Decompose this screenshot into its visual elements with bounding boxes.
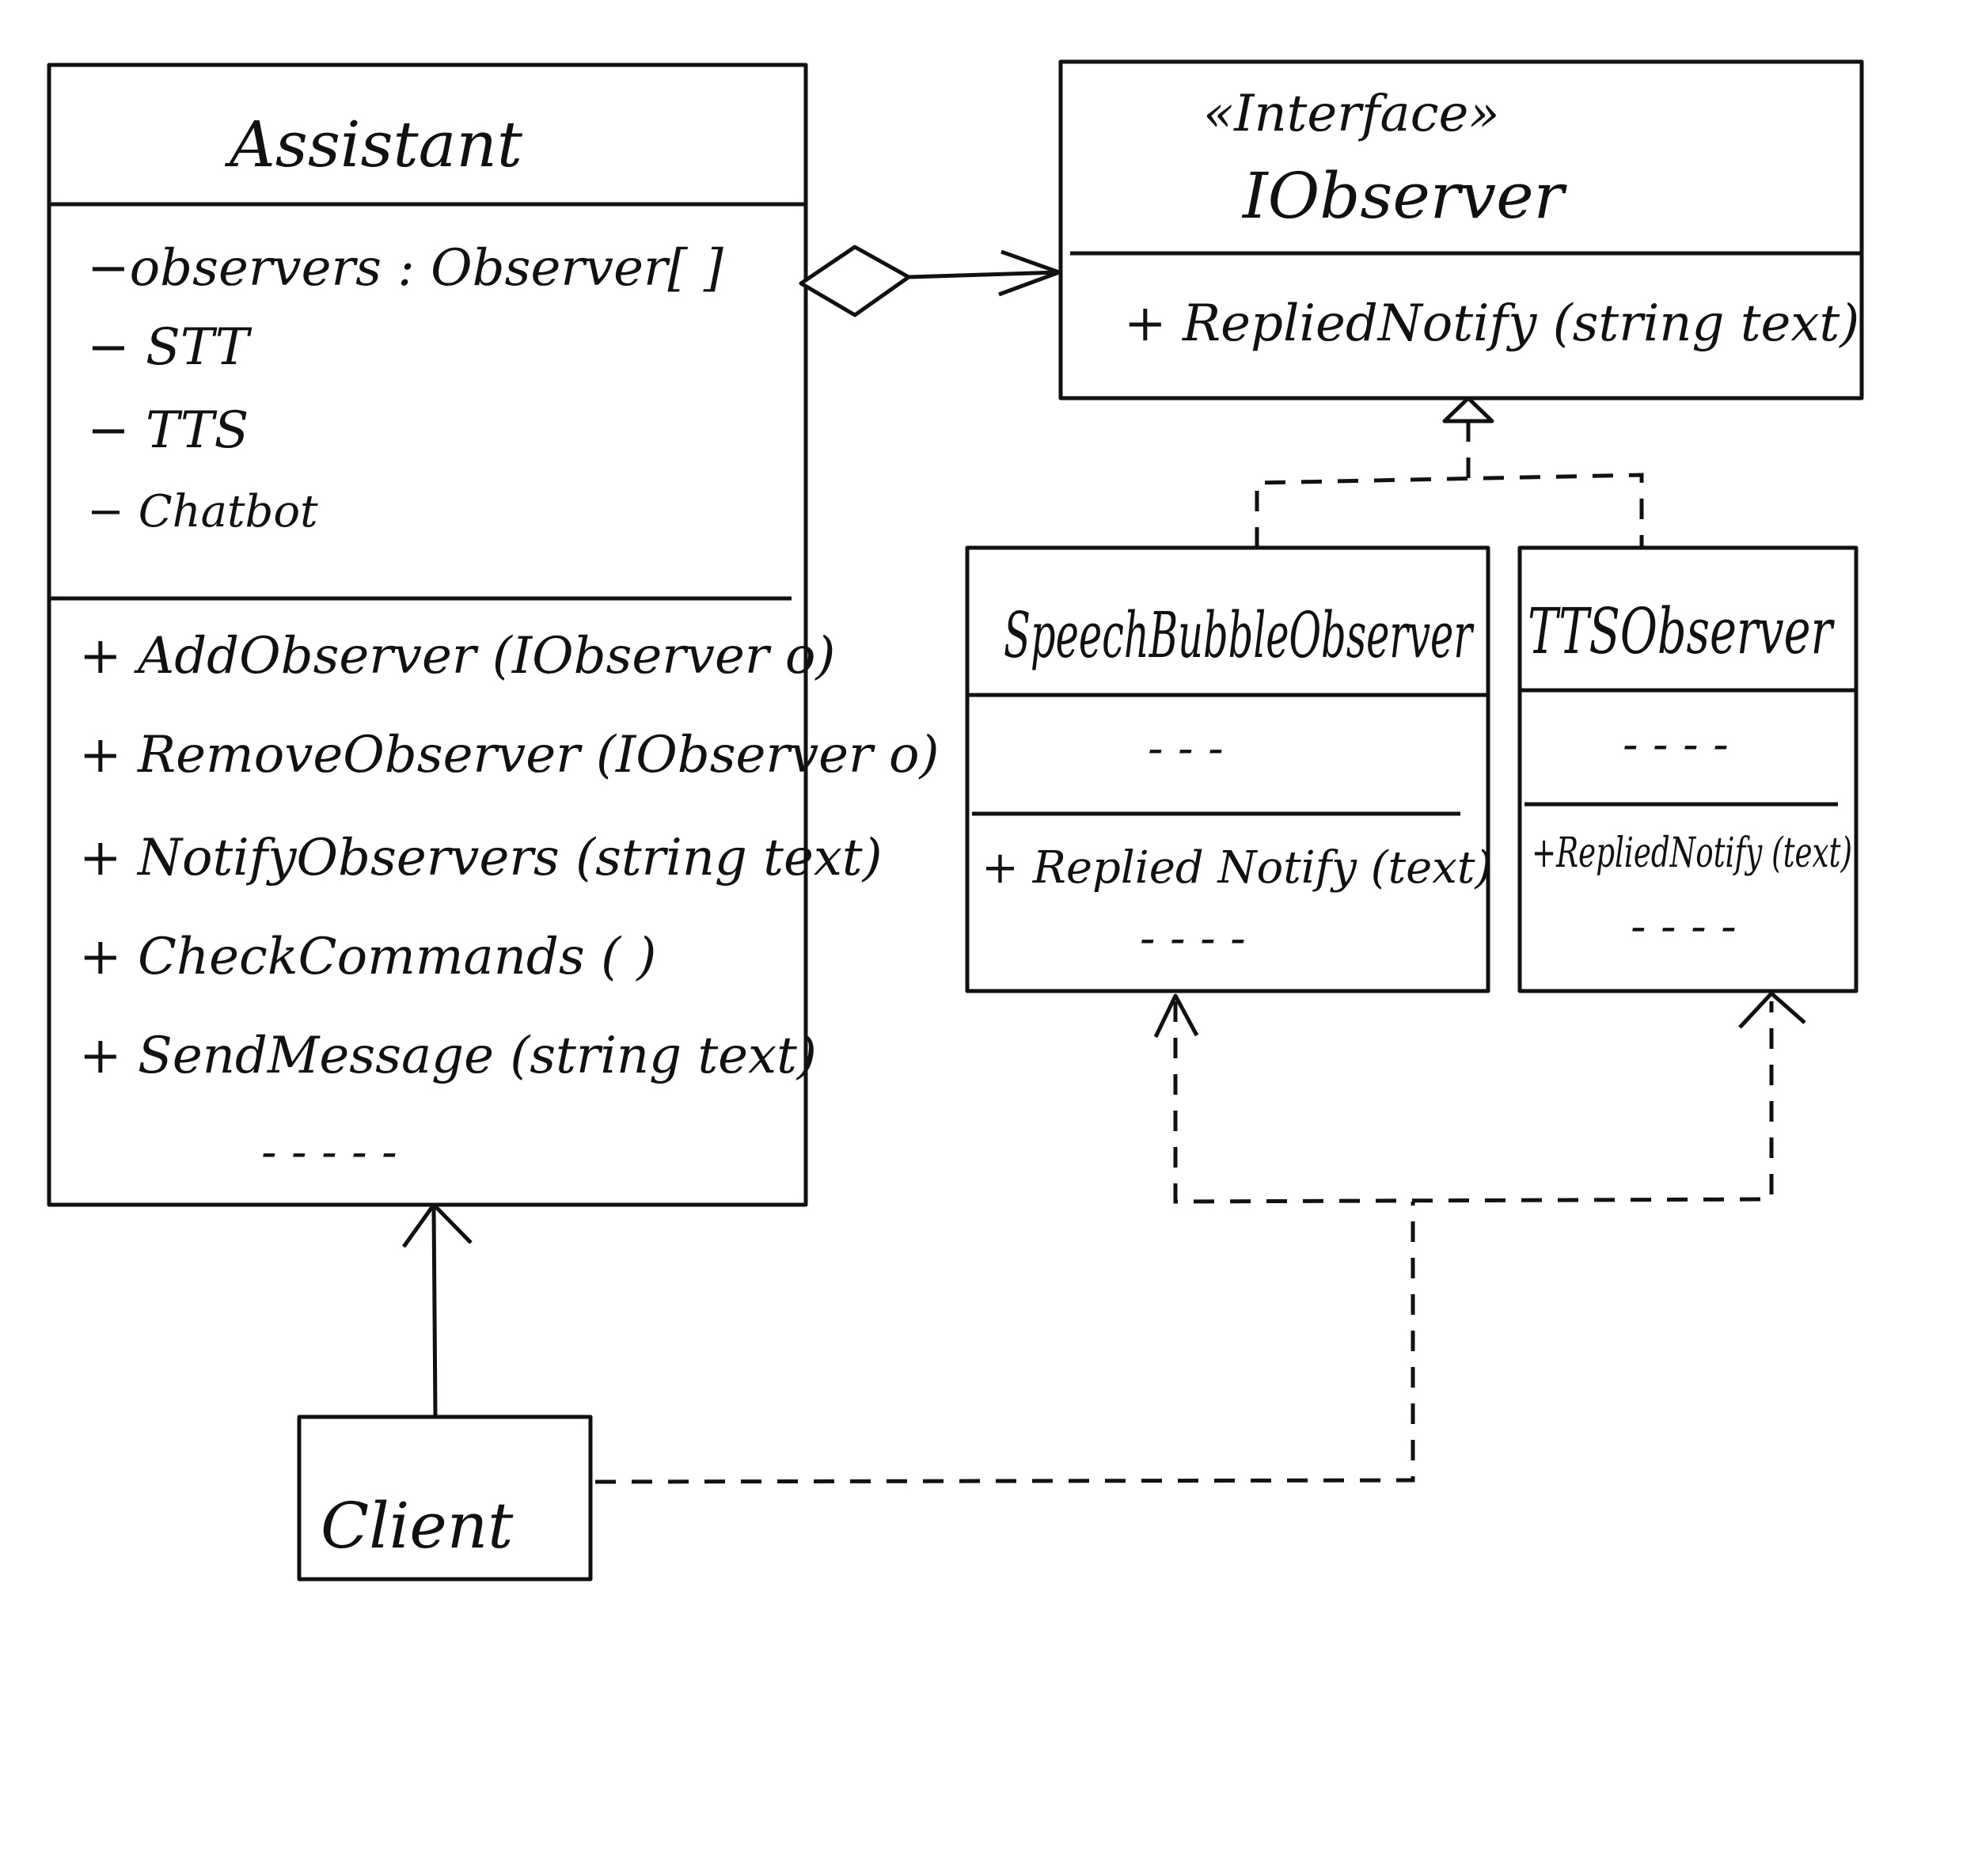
assistant-operation: + SendMessage (string text) [79,1027,817,1085]
assistant-attribute: − STT [87,318,252,377]
assistant-attribute: − Chatbot [87,486,318,537]
class-assistant[interactable]: Assistant −observers : Observer[ ] − STT… [47,63,939,1207]
class-tts-observer[interactable]: TTSObserver - - - - +RepliedNotify (text… [1517,545,1859,993]
client-box [297,1415,593,1582]
dependency-arrowhead-tts-icon [1738,991,1806,1029]
dependency-branch-line [1173,1001,1774,1204]
aggregation-diamond-icon [799,245,911,317]
aggregation-line [908,270,1060,279]
tts-observer-more-ellipsis: - - - - [1631,899,1737,953]
tts-observer-attribute-placeholder: - - - - [1623,717,1729,771]
iobserver-box [1058,59,1864,401]
class-speech-bubble-observer[interactable]: SpeechBubbleObserver - - - + Replied Not… [965,545,1492,993]
assistant-operation: + NotifyObservers (string text) [79,829,883,887]
speech-bubble-observer-operation: + Replied Notify (text) [982,842,1492,894]
class-client[interactable]: Client [297,1415,593,1582]
speech-bubble-observer-more-ellipsis: - - - - [1140,911,1246,965]
dependency-arrowhead-speech-bubble-icon [1153,993,1199,1039]
aggregation-assistant-iobserver [799,245,1061,317]
realization-observers-iobserver [1255,396,1644,548]
assistant-class-name: Assistant [224,108,523,181]
realization-triangle-icon [1442,396,1494,423]
interface-iobserver[interactable]: «Interface» IObserver + RepliedNotify (s… [1058,59,1864,401]
assistant-attribute: − TTS [87,401,249,460]
association-line [431,1206,438,1416]
speech-bubble-observer-attribute-placeholder: - - - [1148,721,1224,775]
iobserver-operation: + RepliedNotify (string text) [1124,294,1859,353]
iobserver-interface-name: IObserver [1241,159,1568,233]
iobserver-stereotype: «Interface» [1203,85,1500,143]
dependency-client-observers [594,991,1806,1484]
assistant-attribute: −observers : Observer[ ] [87,239,724,298]
speech-bubble-observer-class-name: SpeechBubbleObserver [1004,598,1475,672]
assistant-operation: + RemoveObserver (IObserver o) [79,726,939,784]
assistant-box [47,63,808,1207]
tts-observer-box [1517,545,1859,993]
assistant-operation: + CheckCommands ( ) [79,928,656,986]
aggregation-arrowhead-icon [998,249,1061,297]
dependency-client-line [594,1202,1415,1484]
tts-observer-class-name: TTSObserver [1528,594,1835,668]
association-client-assistant [401,1202,473,1416]
tts-observer-operation: +RepliedNotify (text) [1532,830,1852,877]
assistant-operation: + AddObserver (IObserver o) [79,627,835,685]
association-arrowhead-icon [401,1202,473,1248]
speech-bubble-observer-box [965,545,1490,993]
assistant-more-ellipsis: - - - - - [261,1125,397,1179]
realization-branch-line [1255,473,1644,548]
client-class-name: Client [321,1489,514,1563]
